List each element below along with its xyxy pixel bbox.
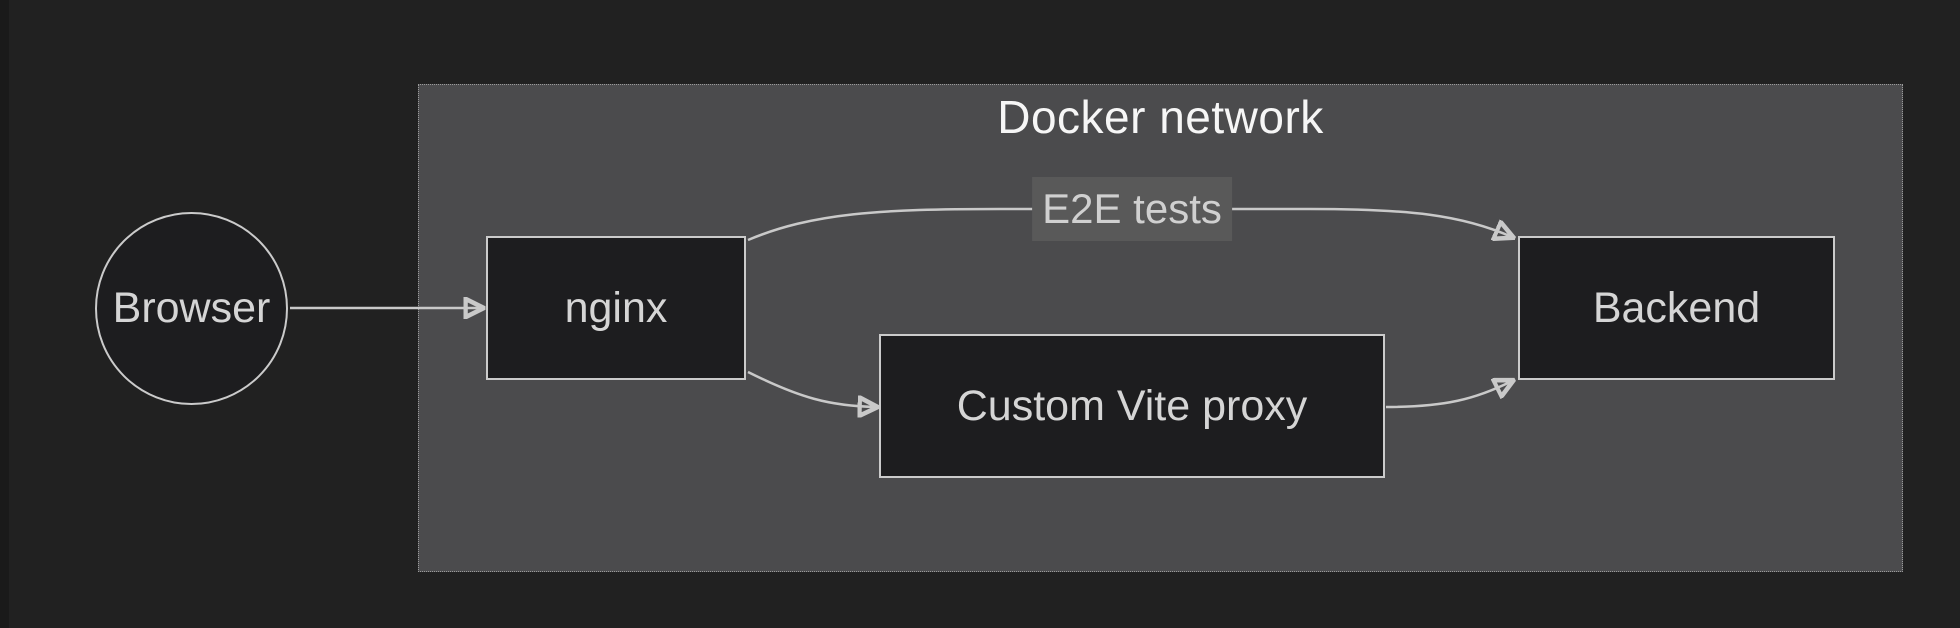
node-nginx-label: nginx xyxy=(564,283,668,332)
edge-label-e2e-tests: E2E tests xyxy=(1032,177,1232,241)
node-custom-vite-proxy: Custom Vite proxy xyxy=(879,334,1385,478)
node-nginx: nginx xyxy=(486,236,746,380)
cluster-title: Docker network xyxy=(997,91,1324,143)
node-browser-label: Browser xyxy=(112,284,271,332)
node-backend-label: Backend xyxy=(1592,283,1761,332)
node-backend: Backend xyxy=(1518,236,1835,380)
node-browser: Browser xyxy=(95,212,288,405)
node-custom-vite-proxy-label: Custom Vite proxy xyxy=(956,381,1308,430)
left-edge-strip xyxy=(0,0,9,628)
